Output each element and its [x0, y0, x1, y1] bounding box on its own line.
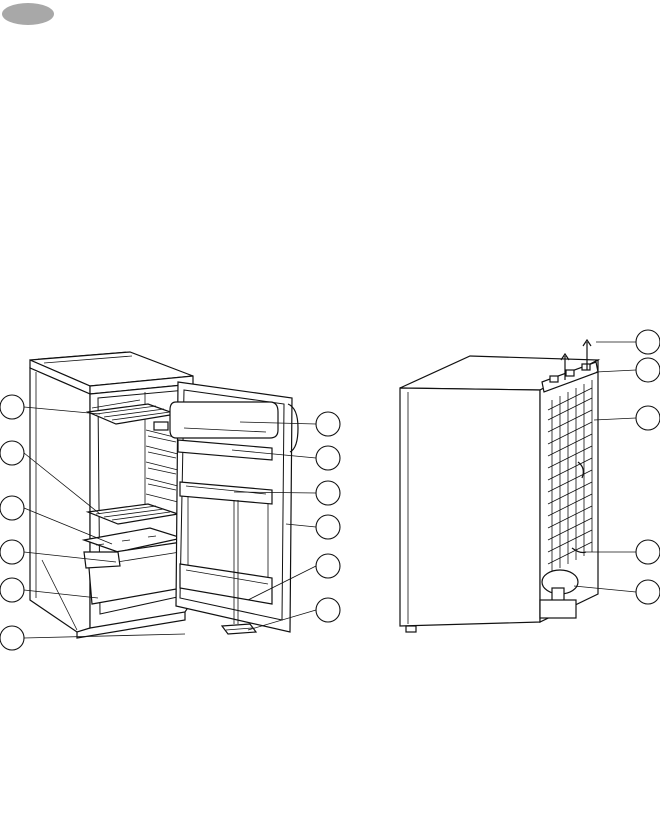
callout-circle [0, 441, 24, 465]
callout-circle [0, 540, 24, 564]
callout-circle [316, 515, 340, 539]
callout-circle [0, 395, 24, 419]
callout-circle [316, 412, 340, 436]
fridge-front-figure [0, 352, 340, 650]
callout-circle [636, 406, 660, 430]
callout-circle [0, 578, 24, 602]
corner-badge [2, 3, 54, 25]
callout-circle [636, 580, 660, 604]
callout-circle [316, 481, 340, 505]
callout-circle [316, 554, 340, 578]
callout-circle [636, 330, 660, 354]
callout-circle [0, 496, 24, 520]
callout-circle [0, 626, 24, 650]
callout-circle [636, 358, 660, 382]
callout-circle [636, 540, 660, 564]
callout-circle [316, 598, 340, 622]
callout-circle [316, 446, 340, 470]
fridge-rear-figure [400, 330, 660, 632]
